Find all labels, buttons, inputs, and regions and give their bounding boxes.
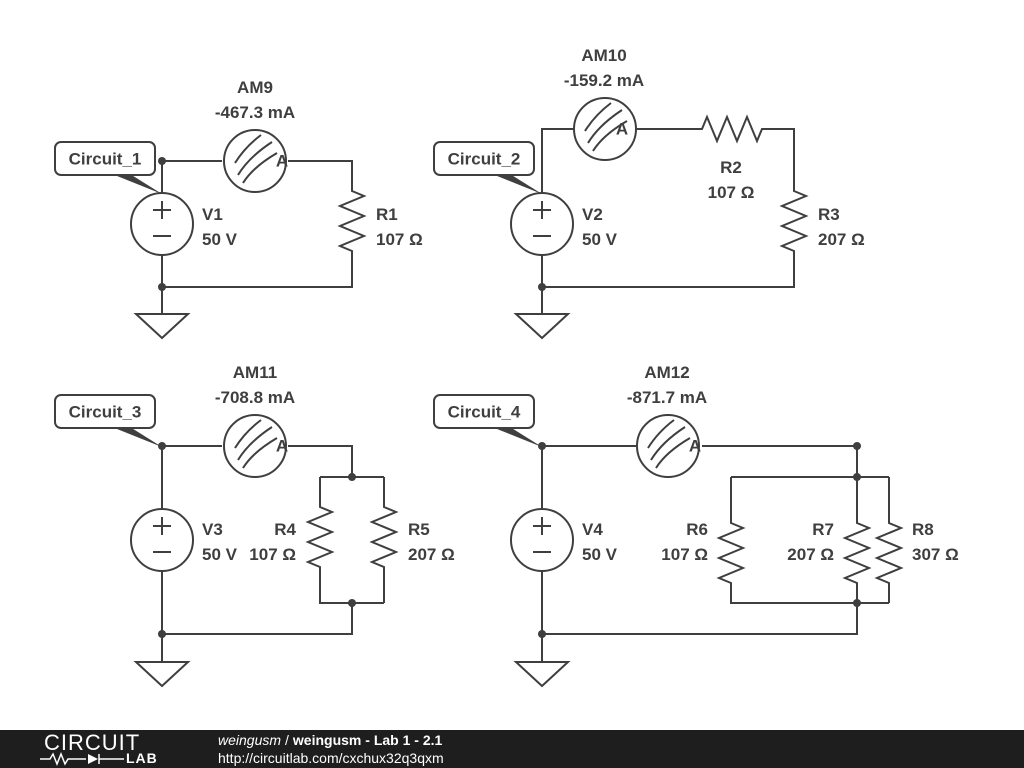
ammeter-am9-name: AM9: [237, 78, 273, 97]
footer-title-line: weingusm/weingusm - Lab 1 - 2.1: [218, 732, 442, 749]
footer-url-line: http://circuitlab.com/cxchux32q3qxm: [218, 750, 444, 767]
ammeter-am9-reading: -467.3 mA: [215, 103, 295, 122]
resistor-r2-value: 107 Ω: [708, 183, 755, 202]
footer-bar: CIRCUIT LAB weingusm/weingusm - Lab 1 - …: [0, 730, 1024, 768]
logo-text-lab: LAB: [126, 750, 158, 766]
footer-username[interactable]: weingusm: [218, 732, 282, 748]
resistor-r4-symbol[interactable]: [307, 498, 333, 576]
resistor-r3-value: 207 Ω: [818, 230, 865, 249]
resistor-r5-value: 207 Ω: [408, 545, 455, 564]
circuit-tag-3[interactable]: Circuit_3: [54, 394, 162, 447]
resistor-r1-value: 107 Ω: [376, 230, 423, 249]
resistor-r5-name: R5: [408, 520, 430, 539]
circuit-schematic: A AM9 -467.3 mA V1 50 V R1 107 Ω Circuit…: [54, 46, 959, 687]
circuit-2: A AM10 -159.2 mA V2 50 V R2 107 Ω R3 207…: [433, 46, 865, 339]
voltage-source-v1-symbol[interactable]: [130, 192, 194, 256]
source-v4-value: 50 V: [582, 545, 618, 564]
ammeter-am12-name: AM12: [644, 363, 689, 382]
source-v3-value: 50 V: [202, 545, 238, 564]
circuit-tag-3-label: Circuit_3: [69, 403, 142, 422]
circuitlab-logo[interactable]: CIRCUIT LAB: [40, 732, 180, 766]
circuit-4: A AM12 -871.7 mA V4 50 V R6 107 Ω R7 207…: [433, 363, 959, 687]
ammeter-letter: A: [689, 437, 701, 456]
source-v2-name: V2: [582, 205, 603, 224]
resistor-r2-name: R2: [720, 158, 742, 177]
ammeter-am10-reading: -159.2 mA: [564, 71, 644, 90]
ground-symbol: [515, 647, 569, 687]
source-v4-name: V4: [582, 520, 603, 539]
resistor-r3-name: R3: [818, 205, 840, 224]
source-v1-value: 50 V: [202, 230, 238, 249]
resistor-r4-value: 107 Ω: [249, 545, 296, 564]
circuit-tag-2[interactable]: Circuit_2: [433, 141, 542, 194]
footer-url-link[interactable]: http://circuitlab.com/cxchux32q3qxm: [218, 750, 444, 766]
ammeter-am10-name: AM10: [581, 46, 626, 65]
circuit-tag-1-label: Circuit_1: [69, 150, 142, 169]
resistor-r6-name: R6: [686, 520, 708, 539]
footer-separator: /: [285, 732, 289, 748]
circuit-tag-4-label: Circuit_4: [448, 403, 521, 422]
resistor-r8-name: R8: [912, 520, 934, 539]
ground-symbol: [135, 647, 189, 687]
circuit-tag-1[interactable]: Circuit_1: [54, 141, 162, 194]
circuit-tag-2-label: Circuit_2: [448, 150, 521, 169]
circuit-tag-4[interactable]: Circuit_4: [433, 394, 542, 447]
resistor-r4-name: R4: [274, 520, 296, 539]
ammeter-letter: A: [616, 120, 628, 139]
resistor-r2-symbol[interactable]: [693, 116, 771, 142]
resistor-r8-value: 307 Ω: [912, 545, 959, 564]
source-v3-name: V3: [202, 520, 223, 539]
ammeter-letter: A: [276, 152, 288, 171]
resistor-r7-name: R7: [812, 520, 834, 539]
ammeter-letter: A: [276, 437, 288, 456]
ammeter-am11-reading: -708.8 mA: [215, 388, 295, 407]
resistor-r8-symbol[interactable]: [876, 514, 902, 592]
voltage-source-v3-symbol[interactable]: [130, 508, 194, 572]
resistor-r5-symbol[interactable]: [371, 498, 397, 576]
source-v2-value: 50 V: [582, 230, 618, 249]
ground-symbol: [135, 299, 189, 339]
resistor-r1-symbol[interactable]: [339, 182, 365, 260]
voltage-source-v2-symbol[interactable]: [510, 192, 574, 256]
resistor-r6-symbol[interactable]: [718, 514, 744, 592]
ammeter-am12-reading: -871.7 mA: [627, 388, 707, 407]
ammeter-am11-name: AM11: [233, 363, 277, 382]
source-v1-name: V1: [202, 205, 223, 224]
resistor-r7-symbol[interactable]: [844, 514, 870, 592]
resistor-r1-name: R1: [376, 205, 398, 224]
resistor-r6-value: 107 Ω: [661, 545, 708, 564]
ground-symbol: [515, 299, 569, 339]
logo-waveform-icon: [40, 752, 124, 766]
circuit-1: A AM9 -467.3 mA V1 50 V R1 107 Ω Circuit…: [54, 78, 423, 339]
voltage-source-v4-symbol[interactable]: [510, 508, 574, 572]
resistor-r7-value: 207 Ω: [787, 545, 834, 564]
logo-text-circuit: CIRCUIT: [44, 730, 141, 755]
footer-title[interactable]: weingusm - Lab 1 - 2.1: [292, 732, 443, 748]
resistor-r3-symbol[interactable]: [781, 182, 807, 260]
circuit-3: A AM11 -708.8 mA V3 50 V R4 107 Ω R5 207…: [54, 363, 455, 687]
